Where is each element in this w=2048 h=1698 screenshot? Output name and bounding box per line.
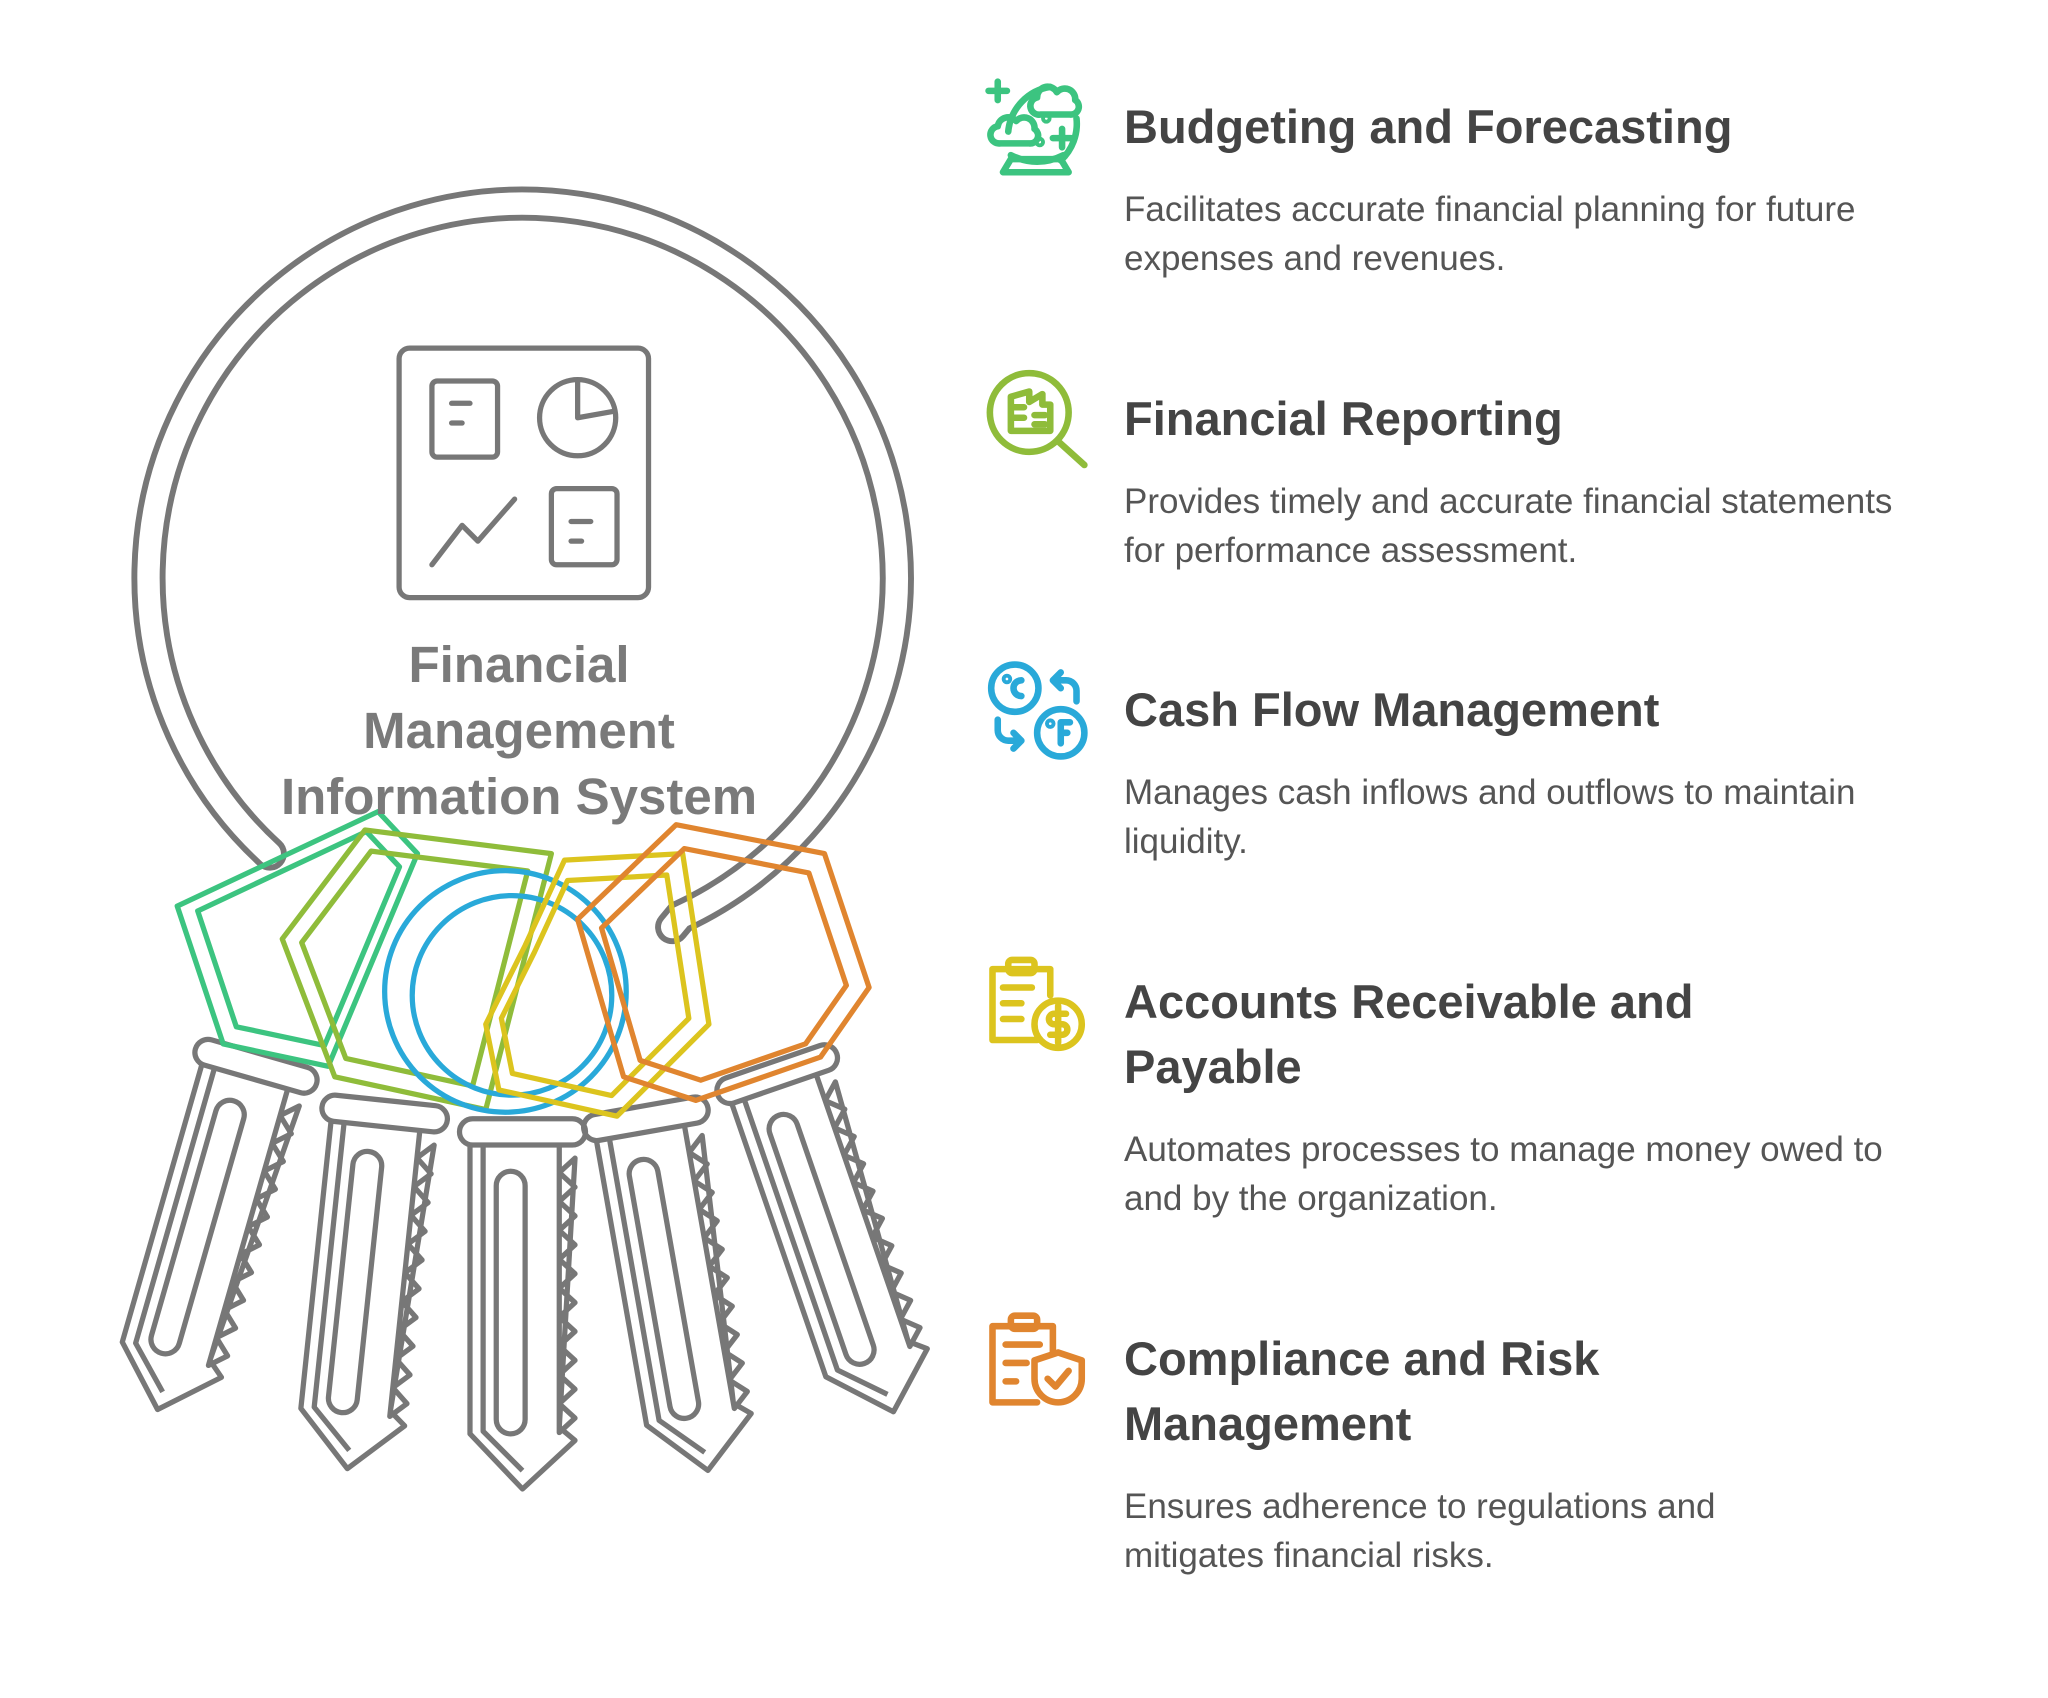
item-description: Automates processes to manage money owed… — [1124, 1130, 1883, 1218]
item-description: Ensures adherence to regulations and mit… — [1124, 1487, 1716, 1575]
key-blade — [714, 1042, 930, 1415]
key-head-inner — [299, 848, 531, 1089]
currency-exchange-icon — [987, 661, 1088, 760]
item-reporting: Financial Reporting Provides timely and … — [1124, 386, 1924, 575]
item-description: Manages cash inflows and outflows to mai… — [1124, 773, 1856, 861]
item-description: Provides timely and accurate financial s… — [1124, 482, 1893, 570]
magnifier-report-icon — [986, 369, 1088, 469]
clipboard-dollar-icon — [989, 956, 1086, 1052]
crystal-ball-icon — [985, 78, 1083, 176]
key-blade — [298, 1092, 451, 1472]
item-cash-flow: Cash Flow Management Manages cash inflow… — [1124, 677, 1924, 866]
item-budgeting: Budgeting and Forecasting Facilitates ac… — [1124, 94, 1924, 283]
item-title: Budgeting and Forecasting — [1124, 100, 1733, 153]
key-head — [174, 808, 421, 1069]
item-title: Cash Flow Management — [1124, 683, 1660, 736]
key-head-inner — [598, 845, 850, 1083]
dashboard-icon — [396, 345, 652, 601]
key-blade — [456, 1116, 589, 1492]
clipboard-shield-icon — [989, 1312, 1086, 1406]
key-head-inner — [195, 828, 403, 1049]
key-head-inner — [498, 872, 692, 1099]
item-title: Accounts Receivable and Payable — [1124, 975, 1694, 1093]
item-title: Compliance and Risk Management — [1124, 1332, 1600, 1450]
item-compliance: Compliance and Risk Management Ensures a… — [1124, 1326, 1716, 1580]
key-head — [382, 868, 629, 1115]
key-blade — [581, 1094, 754, 1474]
key-blade — [119, 1036, 320, 1413]
center-title: Financial Management Information System — [280, 636, 758, 825]
item-description: Facilitates accurate financial planning … — [1124, 190, 1856, 278]
key-ring — [131, 186, 914, 945]
key-head — [575, 822, 872, 1104]
item-title: Financial Reporting — [1124, 392, 1563, 445]
item-accounts: Accounts Receivable and Payable Automate… — [1124, 969, 1883, 1223]
